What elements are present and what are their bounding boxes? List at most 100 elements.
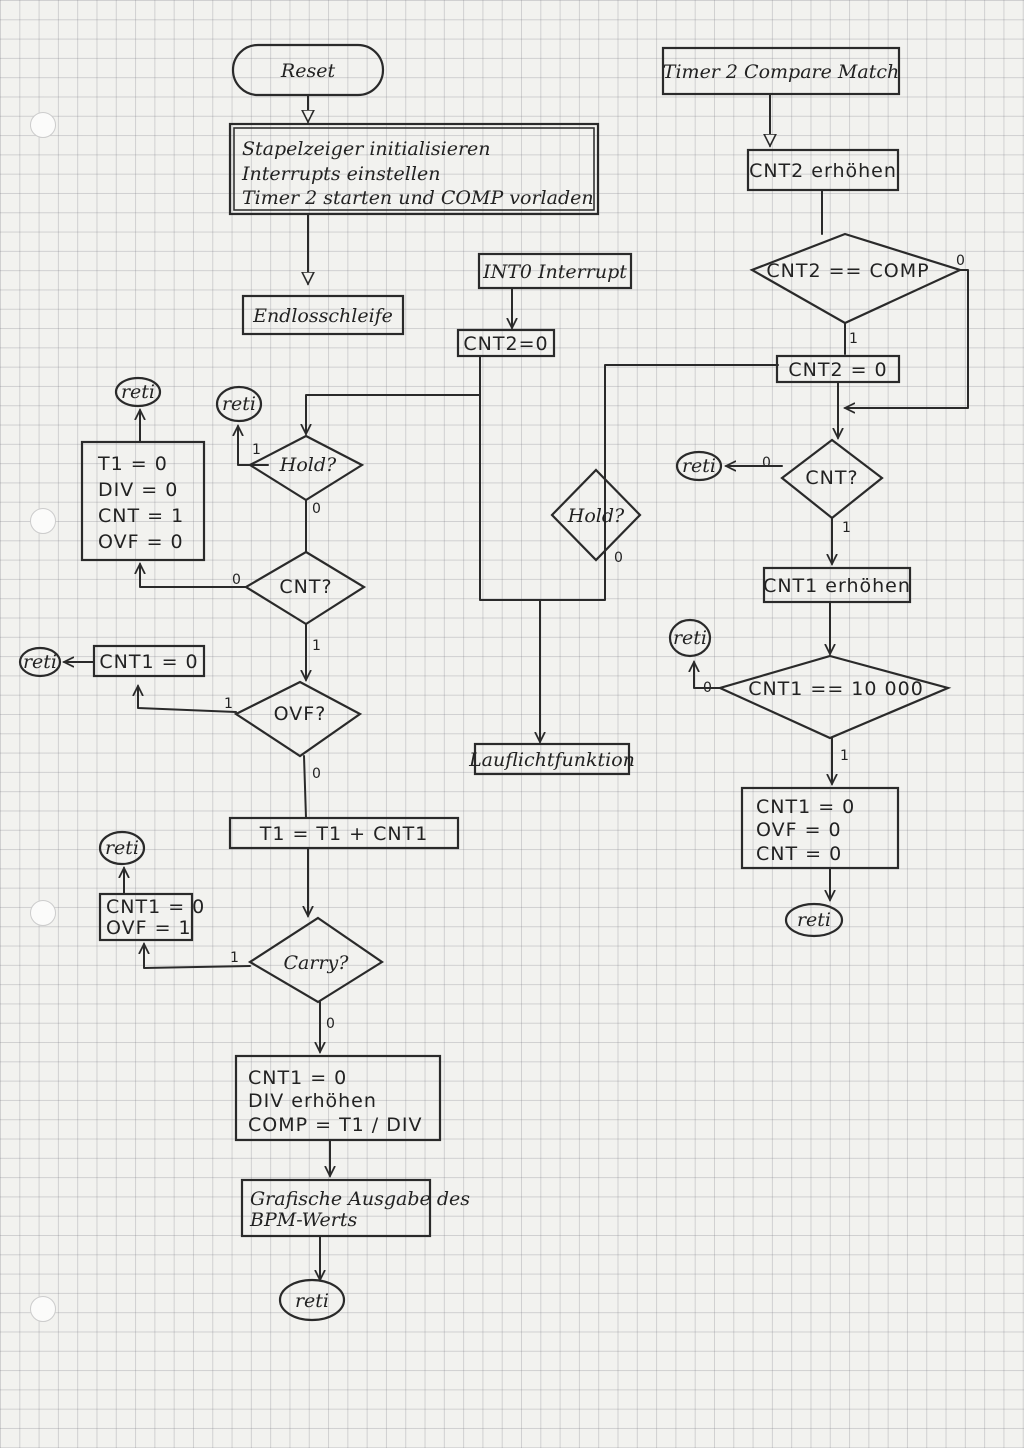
timer2-reti-a: reti (675, 450, 723, 482)
main-calc-l1: CNT1 = 0 (248, 1067, 347, 1089)
timer2-cmp-label: CNT2 == COMP (766, 260, 929, 282)
timer2-final-l2: OVF = 0 (756, 819, 842, 841)
reti-left-label: reti (121, 381, 155, 403)
main-ovf-0: 0 (312, 766, 321, 782)
timer2-reti-c: reti (784, 902, 844, 938)
main-cnt-label: CNT? (279, 576, 332, 598)
main-ovf-1: 1 (224, 696, 233, 712)
binder-hole-4 (30, 1296, 56, 1322)
edge-cnt1-reti (694, 662, 721, 689)
reti-end: reti (278, 1278, 346, 1322)
timer2-cnt2-reset-box: CNT2 = 0 (775, 354, 901, 384)
int0-frame (479, 355, 779, 601)
timer2-cmp-1: 1 (849, 331, 858, 347)
timer2-cnt-0: 0 (762, 455, 771, 471)
main-carry-decision: Carry? 1 0 (230, 916, 385, 1032)
main-sum-box: T1 = T1 + CNT1 (228, 816, 460, 850)
init-line-1: Stapelzeiger initialisieren (242, 138, 491, 160)
reti-cnt1-label: reti (23, 651, 57, 673)
lauflicht-label: Lauflichtfunktion (468, 749, 635, 771)
main-init-l4: OVF = 0 (98, 531, 184, 553)
edge-ovf-cnt1zero (138, 686, 237, 713)
init-line-3: Timer 2 starten und COMP vorladen (242, 187, 594, 209)
timer2-cnt1-decision: CNT1 == 10 000 0 1 (703, 654, 952, 764)
init-line-2: Interrupts einstellen (241, 163, 440, 185)
main-sum-label: T1 = T1 + CNT1 (259, 823, 429, 845)
timer2-cnt-label: CNT? (805, 467, 858, 489)
int0-cnt2-label: CNT2=0 (463, 333, 548, 355)
timer2-cmp-0: 0 (956, 253, 965, 269)
binder-hole-1 (30, 112, 56, 138)
reti-top-label: reti (222, 393, 256, 415)
main-carry-box: CNT1 = 0 OVF = 1 (98, 892, 205, 942)
edge-cnt-initbox (140, 564, 247, 588)
int0-title: INT0 Interrupt (482, 261, 627, 283)
int0-cnt2-box: CNT2=0 (456, 328, 556, 358)
timer2-cnt2-reset-label: CNT2 = 0 (788, 359, 887, 381)
binder-hole-3 (30, 900, 56, 926)
endless-loop-box: Endlosschleife (241, 294, 405, 336)
timer2-cmp-decision: CNT2 == COMP 1 0 (749, 232, 965, 347)
timer2-inc-cnt1-label: CNT1 erhöhen (763, 575, 911, 597)
timer2-title-box: Timer 2 Compare Match (661, 46, 901, 96)
main-carry-1: 1 (230, 950, 239, 966)
reset-label: Reset (280, 60, 336, 82)
init-box: Stapelzeiger initialisieren Interrupts e… (228, 122, 600, 216)
main-calc-box: CNT1 = 0 DIV erhöhen COMP = T1 / DIV (234, 1054, 442, 1142)
main-cnt-0: 0 (232, 572, 241, 588)
edge-hold-yes (238, 426, 269, 466)
main-cnt1-zero-label: CNT1 = 0 (99, 651, 198, 673)
edge-ovf-sum (303, 755, 307, 819)
int0-hold-label: Hold? (567, 505, 625, 527)
main-hold-label: Hold? (279, 454, 337, 476)
main-carry-0: 0 (326, 1016, 335, 1032)
edge-cmp-no (845, 269, 969, 408)
main-cnt1-zero-box: CNT1 = 0 (92, 644, 206, 678)
main-carry-label: Carry? (284, 952, 350, 974)
int0-title-box: INT0 Interrupt (477, 252, 633, 290)
timer2-inc-cnt2-box: CNT2 erhöhen (746, 148, 900, 192)
main-ovf-label: OVF? (274, 703, 327, 725)
timer2-cnt1-label: CNT1 == 10 000 (748, 678, 924, 700)
main-ovf-decision: OVF? 1 0 (224, 680, 363, 782)
lauflicht-box: Lauflichtfunktion (468, 742, 635, 776)
main-hold-1: 1 (252, 442, 261, 458)
reti-end-label: reti (295, 1290, 329, 1312)
reti-left: reti (114, 376, 162, 408)
main-output-l1: Grafische Ausgabe des (250, 1188, 470, 1210)
timer2-reti-b: reti (668, 618, 712, 658)
main-calc-l3: COMP = T1 / DIV (248, 1114, 422, 1136)
timer2-reti-a-label: reti (682, 455, 716, 477)
main-carry-l1: CNT1 = 0 (106, 896, 205, 918)
main-cnt-1: 1 (312, 638, 321, 654)
timer2-final-box: CNT1 = 0 OVF = 0 CNT = 0 (740, 786, 900, 870)
timer2-final-l3: CNT = 0 (756, 843, 842, 865)
main-calc-l2: DIV erhöhen (248, 1090, 377, 1112)
timer2-final-l1: CNT1 = 0 (756, 796, 855, 818)
main-hold-0: 0 (312, 501, 321, 517)
int0-hold-0: 0 (614, 550, 623, 566)
reset-terminal: Reset (231, 43, 385, 97)
main-carry-l2: OVF = 1 (106, 917, 192, 939)
main-cnt-decision: CNT? 0 1 (232, 550, 367, 654)
timer2-cnt-decision: CNT? 0 1 (762, 438, 884, 536)
main-output-l2: BPM-Werts (249, 1209, 358, 1231)
main-init-l2: DIV = 0 (98, 479, 178, 501)
main-init-l3: CNT = 1 (98, 505, 184, 527)
timer2-cnt-1: 1 (842, 520, 851, 536)
edge-carry-carrybox (144, 944, 251, 969)
binder-hole-2 (30, 508, 56, 534)
timer2-inc-cnt2-label: CNT2 erhöhen (749, 160, 897, 182)
main-init-box: T1 = 0 DIV = 0 CNT = 1 OVF = 0 (80, 440, 206, 562)
main-output-box: Grafische Ausgabe des BPM-Werts (240, 1178, 470, 1238)
int0-hold-decision: Hold? 0 (550, 468, 642, 566)
reti-carry: reti (98, 830, 146, 866)
timer2-inc-cnt1-box: CNT1 erhöhen (762, 566, 912, 604)
main-init-l1: T1 = 0 (97, 453, 168, 475)
reti-carry-label: reti (105, 837, 139, 859)
reti-cnt1: reti (18, 646, 62, 678)
timer2-reti-c-label: reti (797, 909, 831, 931)
timer2-cnt1-1: 1 (840, 748, 849, 764)
endless-loop-label: Endlosschleife (252, 305, 393, 327)
